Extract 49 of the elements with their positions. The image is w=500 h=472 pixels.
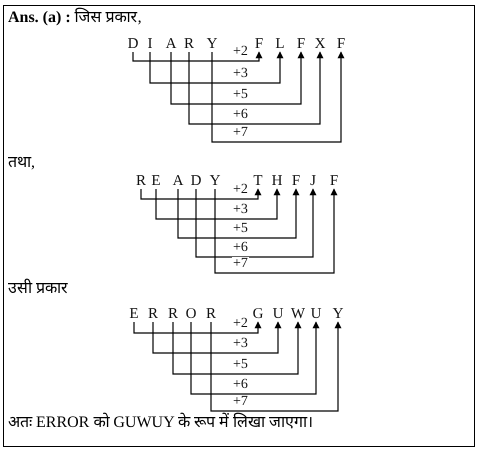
letter: U xyxy=(308,306,324,322)
letter: H xyxy=(269,173,285,189)
letter: I xyxy=(142,36,158,52)
letter: T xyxy=(250,173,266,189)
arrow xyxy=(172,321,302,375)
answer-heading: Ans. (a) : जिस प्रकार, xyxy=(8,9,142,27)
arrow xyxy=(155,188,280,220)
letter: F xyxy=(326,173,342,189)
arrow xyxy=(211,51,344,143)
letter: U xyxy=(270,306,286,322)
letter: L xyxy=(272,36,288,52)
letter: D xyxy=(125,36,141,52)
letter: X xyxy=(312,36,328,52)
letter: E xyxy=(148,173,164,189)
letter: D xyxy=(188,173,204,189)
arrow xyxy=(210,321,342,412)
letter: E xyxy=(126,306,142,322)
letter: F xyxy=(288,173,304,189)
arrow xyxy=(133,321,262,334)
letter: Y xyxy=(207,173,223,189)
note-text: उसी प्रकार xyxy=(8,280,68,298)
letter: A xyxy=(163,36,179,52)
arrow xyxy=(170,51,304,105)
letter: Y xyxy=(330,306,346,322)
arrow xyxy=(214,188,338,274)
letter: G xyxy=(250,306,266,322)
arrow xyxy=(188,51,324,125)
letter: R xyxy=(165,306,181,322)
letter: Y xyxy=(204,36,220,52)
arrow xyxy=(152,321,282,354)
arrow xyxy=(177,188,300,239)
arrow xyxy=(195,188,316,258)
arrow xyxy=(132,51,262,62)
letter: J xyxy=(305,173,321,189)
letter: A xyxy=(170,173,186,189)
arrow xyxy=(190,321,320,395)
letter: R xyxy=(203,306,219,322)
note-text: अतः ERROR को GUWUY के रूप में लिखा जाएगा। xyxy=(8,414,314,432)
letter: W xyxy=(290,306,306,322)
letter: R xyxy=(145,306,161,322)
letter: R xyxy=(181,36,197,52)
arrow xyxy=(149,51,284,84)
letter: O xyxy=(183,306,199,322)
letter: R xyxy=(133,173,149,189)
letter: F xyxy=(293,36,309,52)
letter: F xyxy=(251,36,267,52)
letter: F xyxy=(333,36,349,52)
note-text: तथा, xyxy=(8,154,35,172)
arrow xyxy=(140,188,262,200)
